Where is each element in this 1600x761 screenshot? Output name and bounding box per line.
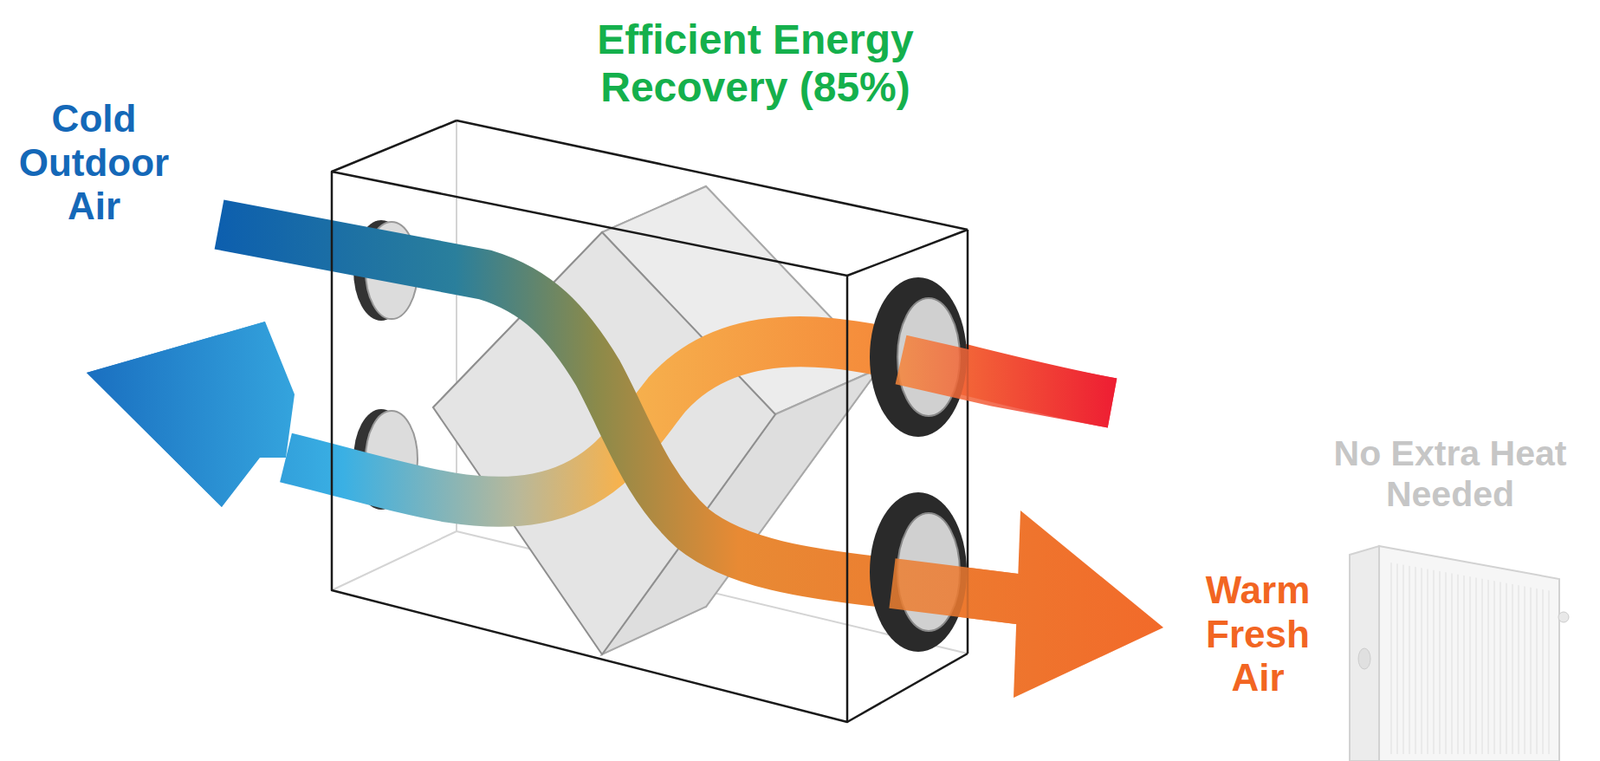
note-label: No Extra Heat Needed [1308, 433, 1593, 515]
heading: Efficient Energy Recovery (85%) [538, 15, 972, 111]
outlet-label: Warm Fresh Air [1179, 568, 1336, 700]
radiator-icon [1349, 545, 1569, 761]
inlet-label: Cold Outdoor Air [5, 97, 183, 229]
